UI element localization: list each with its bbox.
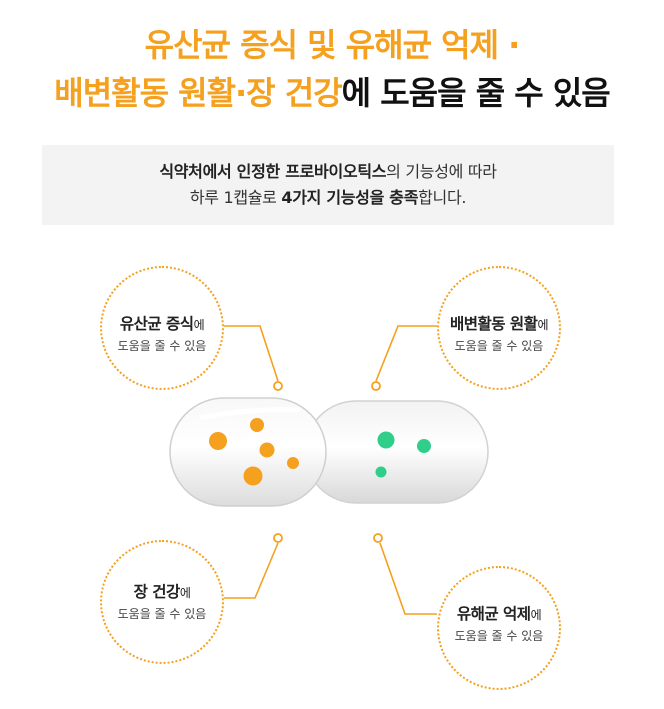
capsule — [169, 397, 489, 507]
benefit-title-text: 유해균 억제 — [456, 605, 531, 623]
headline-rest: 에 도움을 줄 수 있음 — [341, 74, 611, 112]
connector-bottom-right — [379, 542, 437, 615]
headline-highlight: 배변활동 원활·장 건강 — [54, 74, 342, 112]
info-line-2-start: 하루 1캡슐로 — [189, 188, 282, 207]
benefit-circle-lactobacillus: 유산균 증식에 도움을 줄 수 있음 — [100, 266, 224, 390]
headline-line-2: 배변활동 원활·장 건강에 도움을 줄 수 있음 — [0, 68, 664, 114]
benefit-title: 장 건강에 — [102, 580, 222, 602]
info-line-2-rest: 합니다. — [418, 188, 467, 207]
granule — [375, 466, 387, 478]
info-line-1-bold: 식약처에서 인정한 프로바이오틱스 — [159, 162, 387, 181]
benefit-circle-gut-health: 장 건강에 도움을 줄 수 있음 — [100, 540, 224, 664]
info-line-1: 식약처에서 인정한 프로바이오틱스의 기능성에 따라 — [42, 145, 614, 185]
capsule-right-half — [304, 400, 489, 504]
benefit-circle-harmful-bacteria: 유해균 억제에 도움을 줄 수 있음 — [437, 566, 561, 690]
benefit-title-text: 장 건강 — [133, 583, 181, 601]
benefit-suffix: 에 — [179, 586, 191, 600]
benefit-title: 유해균 억제에 — [439, 602, 559, 624]
connector-dot-bottom-right — [373, 533, 383, 543]
benefit-subtitle: 도움을 줄 수 있음 — [454, 629, 544, 643]
orange-granules — [209, 418, 299, 486]
granule — [250, 418, 264, 432]
granule — [377, 431, 395, 449]
info-line-1-rest: 의 기능성에 따라 — [386, 162, 497, 181]
benefit-subtitle: 도움을 줄 수 있음 — [454, 339, 544, 353]
connector-dot-top-right — [371, 381, 381, 391]
benefit-title: 배변활동 원활에 — [439, 312, 559, 334]
benefit-suffix: 에 — [537, 318, 548, 332]
green-granules — [375, 431, 431, 478]
headline-line-1: 유산균 증식 및 유해균 억제 · — [144, 26, 521, 64]
granule — [259, 442, 275, 458]
connector-top-left — [224, 325, 279, 382]
benefit-subtitle: 도움을 줄 수 있음 — [117, 607, 207, 621]
benefit-title: 유산균 증식에 — [102, 312, 222, 334]
connector-dot-top-left — [273, 381, 283, 391]
granule — [287, 457, 299, 469]
granule — [243, 466, 263, 486]
granule — [209, 432, 227, 450]
benefit-circle-bowel: 배변활동 원활에 도움을 줄 수 있음 — [437, 266, 561, 390]
capsule-left-half — [169, 397, 327, 507]
benefit-title-text: 유산균 증식 — [119, 315, 194, 333]
connector-top-right — [375, 325, 437, 382]
connector-dot-bottom-left — [273, 533, 283, 543]
info-box: 식약처에서 인정한 프로바이오틱스의 기능성에 따라 하루 1캡슐로 4가지 기… — [42, 145, 614, 225]
benefit-suffix: 에 — [193, 318, 205, 332]
benefit-title-text: 배변활동 원활 — [449, 315, 538, 333]
connector-bottom-left — [224, 542, 279, 599]
info-line-2: 하루 1캡슐로 4가지 기능성을 충족합니다. — [42, 185, 614, 211]
benefit-subtitle: 도움을 줄 수 있음 — [117, 339, 207, 353]
granule — [417, 439, 431, 453]
info-line-2-bold: 4가지 기능성을 충족 — [281, 188, 419, 207]
capsule-shine — [199, 407, 301, 421]
benefit-suffix: 에 — [530, 608, 542, 622]
